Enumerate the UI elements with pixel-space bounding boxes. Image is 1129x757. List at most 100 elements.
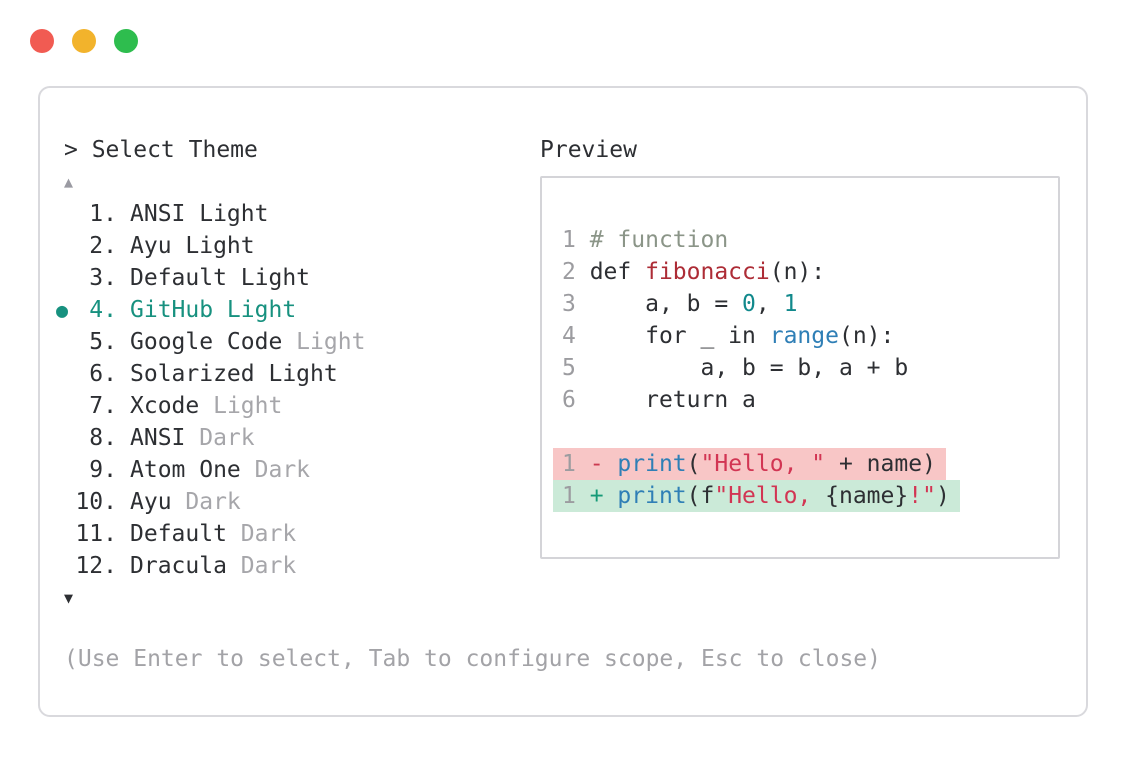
theme-option-label: Google Code bbox=[130, 329, 283, 355]
theme-option-google-code[interactable]: 5. Google Code Light bbox=[64, 326, 540, 358]
theme-option-number: 9. bbox=[89, 457, 117, 483]
theme-option-number: 1. bbox=[89, 201, 117, 227]
code-token-call: print bbox=[617, 483, 687, 509]
code-token-call: range bbox=[769, 323, 839, 349]
code-token-plain: ) bbox=[935, 483, 950, 509]
code-token-str: "Hello, bbox=[714, 483, 826, 509]
code-line: 6 return a bbox=[562, 384, 1058, 416]
code-token-plain: for _ in bbox=[589, 323, 770, 349]
theme-option-label: Xcode bbox=[130, 393, 200, 419]
line-number: 1 bbox=[562, 451, 590, 477]
theme-option-number: 10. bbox=[75, 489, 117, 515]
code-token-comment: # function bbox=[589, 227, 729, 253]
code-token-plus: + bbox=[589, 483, 618, 509]
theme-option-number: 8. bbox=[89, 425, 117, 451]
code-line: 3 a, b = 0, 1 bbox=[562, 288, 1058, 320]
theme-option-atom-one[interactable]: 9. Atom One Dark bbox=[64, 454, 540, 486]
diff-added-line: 1 + print(f"Hello, {name}!") bbox=[553, 480, 1058, 512]
code-token-plain: (n): bbox=[769, 259, 826, 285]
theme-list: 1. ANSI Light 2. Ayu Light 3. Default Light ● 4… bbox=[56, 198, 540, 582]
line-number: 2 bbox=[562, 259, 590, 285]
preview-title: Preview bbox=[540, 137, 637, 163]
code-token-call: print bbox=[617, 451, 687, 477]
theme-option-label: Atom One bbox=[130, 457, 241, 483]
theme-option-variant-label: Light bbox=[199, 393, 283, 419]
theme-option-label: Ayu bbox=[130, 489, 172, 515]
diff-removed-line: 1 - print("Hello, " + name) bbox=[553, 448, 1058, 480]
code-token-plain: (n): bbox=[838, 323, 895, 349]
theme-option-number: 5. bbox=[89, 329, 117, 355]
scroll-down-indicator[interactable]: ▼ bbox=[64, 589, 74, 607]
theme-option-variant-label: Dark bbox=[226, 553, 297, 579]
theme-option-ansi[interactable]: 8. ANSI Dark bbox=[64, 422, 540, 454]
theme-option-number: 11. bbox=[75, 521, 117, 547]
code-token-str: !" bbox=[908, 483, 936, 509]
theme-option-number: 3. bbox=[89, 265, 117, 291]
code-token-num: 1 bbox=[783, 291, 798, 317]
code-token-plain: def bbox=[589, 259, 646, 285]
theme-option-number: 4. bbox=[89, 297, 117, 323]
selected-bullet-icon: ● bbox=[56, 298, 69, 322]
code-line: 1 # function bbox=[562, 224, 1058, 256]
line-number: 5 bbox=[562, 355, 590, 381]
code-token-plain: {name} bbox=[825, 483, 909, 509]
theme-option-variant-label: Dark bbox=[185, 425, 255, 451]
code-token-num: 0 bbox=[742, 291, 756, 317]
code-token-plain: , bbox=[755, 291, 784, 317]
code-token-plain: a, b = bbox=[589, 291, 743, 317]
theme-option-ayu-light[interactable]: 2. Ayu Light bbox=[64, 230, 540, 262]
picker-prompt: > Select Theme bbox=[64, 137, 258, 163]
scroll-up-indicator[interactable]: ▲ bbox=[64, 173, 74, 191]
theme-option-solarized-light[interactable]: 6. Solarized Light bbox=[64, 358, 540, 390]
code-token-plain: + name) bbox=[825, 451, 936, 477]
code-line bbox=[562, 416, 1058, 448]
code-token-minus: - bbox=[589, 451, 618, 477]
code-token-func: fibonacci bbox=[645, 259, 770, 285]
help-text: (Use Enter to select, Tab to configure s… bbox=[64, 646, 881, 672]
line-number: 1 bbox=[562, 483, 590, 509]
theme-option-label: ANSI Light bbox=[130, 201, 269, 227]
line-number: 6 bbox=[562, 387, 590, 413]
code-line: 4 for _ in range(n): bbox=[562, 320, 1058, 352]
theme-option-number: 7. bbox=[89, 393, 117, 419]
line-number: 4 bbox=[562, 323, 590, 349]
theme-option-xcode[interactable]: 7. Xcode Light bbox=[64, 390, 540, 422]
theme-option-label: Dracula bbox=[130, 553, 227, 579]
code-token-plain: return a bbox=[589, 387, 756, 413]
theme-option-number: 12. bbox=[75, 553, 117, 579]
theme-option-label: ANSI bbox=[130, 425, 186, 451]
minimize-button[interactable] bbox=[72, 29, 96, 53]
theme-option-default[interactable]: 11. Default Dark bbox=[64, 518, 540, 550]
theme-option-variant-label: Dark bbox=[226, 521, 297, 547]
theme-option-default-light[interactable]: 3. Default Light bbox=[64, 262, 540, 294]
theme-option-github-light[interactable]: ● 4. GitHub Light bbox=[56, 294, 540, 326]
theme-option-label: Default Light bbox=[130, 265, 311, 291]
code-token-plain: (f bbox=[686, 483, 715, 509]
theme-option-label: GitHub Light bbox=[130, 297, 297, 323]
theme-picker-dialog: > Select Theme ▲ 1. ANSI Light 2. Ayu Light… bbox=[38, 86, 1088, 717]
code-token-plain: ( bbox=[686, 451, 701, 477]
line-number: 3 bbox=[562, 291, 590, 317]
code-token-plain: a, b = b, a + b bbox=[589, 355, 909, 381]
theme-option-number: 6. bbox=[89, 361, 117, 387]
theme-option-dracula[interactable]: 12. Dracula Dark bbox=[64, 550, 540, 582]
close-button[interactable] bbox=[30, 29, 54, 53]
line-number: 1 bbox=[562, 227, 590, 253]
theme-option-ayu[interactable]: 10.Ayu Dark bbox=[64, 486, 540, 518]
code-line: 5 a, b = b, a + b bbox=[562, 352, 1058, 384]
code-token-str: "Hello, " bbox=[700, 451, 826, 477]
theme-option-variant-label: Dark bbox=[240, 457, 311, 483]
theme-option-label: Default bbox=[130, 521, 227, 547]
code-line: 2 def fibonacci(n): bbox=[562, 256, 1058, 288]
theme-option-number: 2. bbox=[89, 233, 117, 259]
theme-option-ansi-light[interactable]: 1. ANSI Light bbox=[64, 198, 540, 230]
theme-option-label: Solarized Light bbox=[130, 361, 338, 387]
theme-option-variant-label: Light bbox=[282, 329, 366, 355]
theme-list-section: > Select Theme ▲ 1. ANSI Light 2. Ayu Light… bbox=[56, 134, 540, 614]
zoom-button[interactable] bbox=[114, 29, 138, 53]
window-controls bbox=[30, 29, 138, 53]
theme-option-label: Ayu Light bbox=[130, 233, 255, 259]
